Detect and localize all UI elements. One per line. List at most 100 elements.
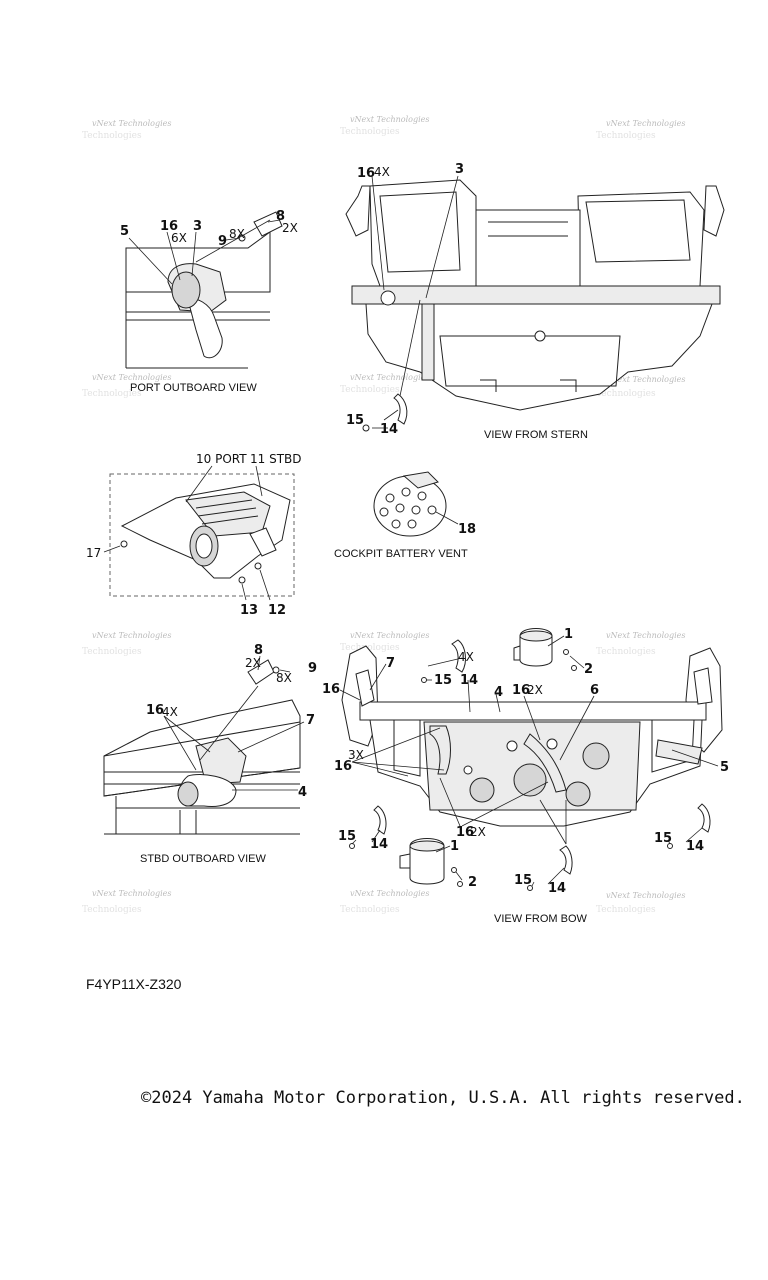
screw-icon	[272, 666, 280, 674]
callout-4: 4	[494, 685, 503, 700]
leader-line	[467, 679, 471, 713]
view-from-bow: 1 2 4X 7 15 16 14 4 16 2X 6 16 3X 5 15 1…	[322, 627, 729, 925]
leader-line	[339, 689, 361, 701]
stern-left-horn	[345, 185, 371, 237]
callout-16: 16	[160, 219, 178, 234]
caption-view-from-stern: VIEW FROM STERN	[484, 429, 588, 441]
callout-9: 9	[308, 661, 317, 676]
vent-flange	[249, 527, 277, 557]
bow-deck-rail	[359, 701, 707, 721]
vent-hole	[385, 493, 395, 503]
vent-opening-inner	[195, 533, 213, 559]
bow-left-vent	[355, 669, 375, 707]
screw-icon	[457, 881, 463, 887]
leader-line	[241, 583, 247, 601]
screw-icon	[451, 867, 457, 873]
watermark: Technologies vNext Technologies	[596, 631, 685, 657]
bow-left-duct	[429, 725, 451, 775]
watermark: Technologies vNext Technologies	[82, 889, 171, 915]
leader-line	[671, 749, 719, 767]
callout-5: 5	[120, 224, 129, 239]
leader-line	[439, 777, 461, 827]
watermark-text: Technologies	[82, 389, 142, 399]
leader-line	[259, 569, 271, 601]
bow-right-vent-duct	[655, 739, 703, 765]
cowl-vent-top-tab	[513, 645, 521, 661]
bow-port-circle	[582, 742, 610, 770]
watermark-text: vNext Technologies	[606, 891, 685, 900]
callout-14: 14	[370, 837, 388, 852]
callout-10-port: 10 PORT	[196, 452, 247, 466]
vent-hole	[417, 491, 427, 501]
watermark-text: vNext Technologies	[350, 373, 429, 382]
watermark-text: Technologies	[596, 647, 656, 657]
callout-3: 3	[193, 219, 202, 234]
callout-15: 15	[434, 673, 452, 688]
stern-hull-detail	[480, 379, 577, 392]
callout-9: 9	[218, 234, 227, 249]
callout-qty: 2X	[470, 825, 486, 839]
bow-port-circle	[565, 781, 591, 807]
seat-well-inner	[379, 191, 461, 273]
vent-hole	[427, 505, 437, 515]
vent-kit: 10 PORT 11 STBD 17 13 12	[86, 452, 302, 618]
callout-16: 16	[512, 683, 530, 698]
caption-battery-vent: COCKPIT BATTERY VENT	[334, 548, 468, 560]
leader-line	[539, 799, 567, 845]
callout-14: 14	[686, 839, 704, 854]
leader-line	[166, 231, 181, 281]
leader-line	[569, 655, 585, 669]
watermark: Technologies vNext Technologies	[596, 891, 685, 915]
cowl-vent-bottom-rim	[409, 840, 445, 852]
cowl-vent-bottom-tab	[399, 853, 411, 869]
callout-16: 16	[456, 825, 474, 840]
bow-left-storage	[393, 719, 421, 777]
callout-6: 6	[590, 683, 599, 698]
screw-icon	[349, 843, 355, 849]
leader-line	[257, 655, 261, 671]
callout-1: 1	[564, 627, 573, 642]
watermark-text: vNext Technologies	[350, 889, 429, 898]
leader-line	[427, 657, 463, 667]
cockpit-battery-vent: 18 COCKPIT BATTERY VENT	[334, 471, 476, 560]
watermark: Technologies vNext Technologies	[340, 373, 429, 395]
callout-qty: 2X	[527, 683, 543, 697]
bow-port-circle	[463, 765, 473, 775]
bow-port-circle	[513, 763, 547, 797]
port-vent-hose	[187, 298, 223, 359]
watermark-text: vNext Technologies	[92, 631, 171, 640]
port-vent-opening	[171, 271, 201, 309]
view-from-stern: 16 4X 3 15 14 VIEW FROM STERN	[345, 162, 725, 441]
cowl-vent-top-rim	[519, 630, 553, 642]
leader-line	[495, 693, 501, 713]
watermark-text: Technologies	[82, 905, 142, 915]
leader-line	[369, 663, 387, 691]
callout-15: 15	[514, 873, 532, 888]
leader-line	[523, 695, 541, 741]
hull-lines	[115, 796, 197, 834]
callout-qty: 8X	[276, 671, 292, 685]
vent-hole	[395, 503, 405, 513]
vent-grille-slats	[195, 499, 259, 525]
leader-line	[435, 511, 459, 525]
leader-line	[547, 867, 565, 885]
callout-qty: 8X	[229, 227, 245, 241]
leader-line	[371, 175, 385, 291]
bow-center-duct	[523, 733, 567, 793]
watermark-text: Technologies	[340, 905, 400, 915]
watermark: Technologies vNext Technologies	[340, 115, 429, 137]
leader-line	[531, 881, 535, 887]
leader-line	[399, 299, 421, 397]
watermark-text: vNext Technologies	[92, 373, 171, 382]
callout-qty: 4X	[162, 705, 178, 719]
stern-hull	[365, 303, 713, 411]
leader-line	[199, 685, 259, 761]
watermark: Technologies vNext Technologies	[82, 631, 171, 657]
callout-18: 18	[458, 522, 476, 537]
callout-4: 4	[298, 785, 307, 800]
vent-hole	[401, 487, 411, 497]
callout-8: 8	[254, 643, 263, 658]
vent-hole	[391, 519, 401, 529]
screw-icon	[254, 562, 262, 570]
